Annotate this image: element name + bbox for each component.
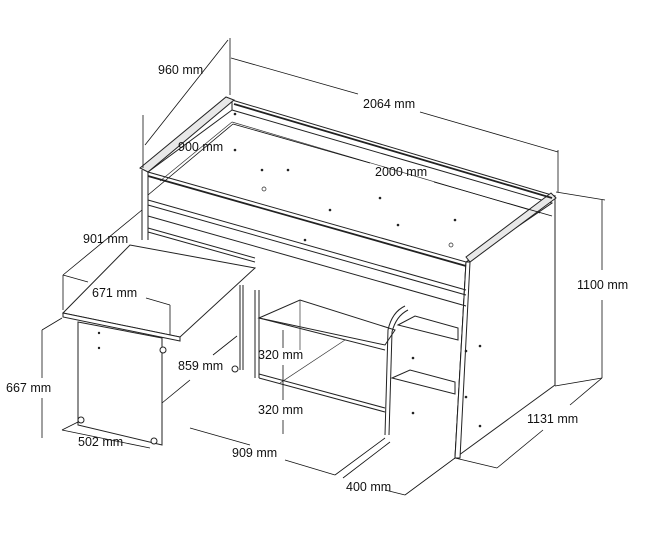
dim-mattress-length: 2000 mm (375, 165, 428, 179)
front-rails (141, 170, 467, 307)
dim-shelf-depth: 400 mm (346, 480, 392, 494)
dim-total-height: 1100 mm (577, 278, 629, 292)
shelf-unit (254, 290, 482, 436)
pull-out-desk (61, 244, 257, 446)
dim-desk-height: 667 mm (6, 381, 52, 395)
bed-top (146, 109, 554, 263)
dim-bed-length-outer: 2064 mm (363, 97, 416, 111)
dim-shelf-opening-width: 909 mm (232, 446, 278, 460)
dim-bed-width-outer: 960 mm (158, 63, 204, 77)
dimension-lines (41, 38, 606, 496)
dim-shelf-spacing-lower: 320 mm (258, 403, 304, 417)
dim-shelf-spacing-upper: 320 mm (258, 348, 304, 362)
top-rails (139, 96, 557, 263)
dim-desk-extension: 859 mm (178, 359, 224, 373)
dim-desk-width: 671 mm (92, 286, 138, 300)
dim-mattress-width: 900 mm (178, 140, 224, 154)
dim-desk-depth: 901 mm (83, 232, 129, 246)
dim-total-depth: 1131 mm (527, 412, 579, 426)
dim-desk-base-width: 502 mm (78, 435, 124, 449)
right-end-panel (454, 195, 556, 460)
mattress-dots (233, 112, 457, 248)
